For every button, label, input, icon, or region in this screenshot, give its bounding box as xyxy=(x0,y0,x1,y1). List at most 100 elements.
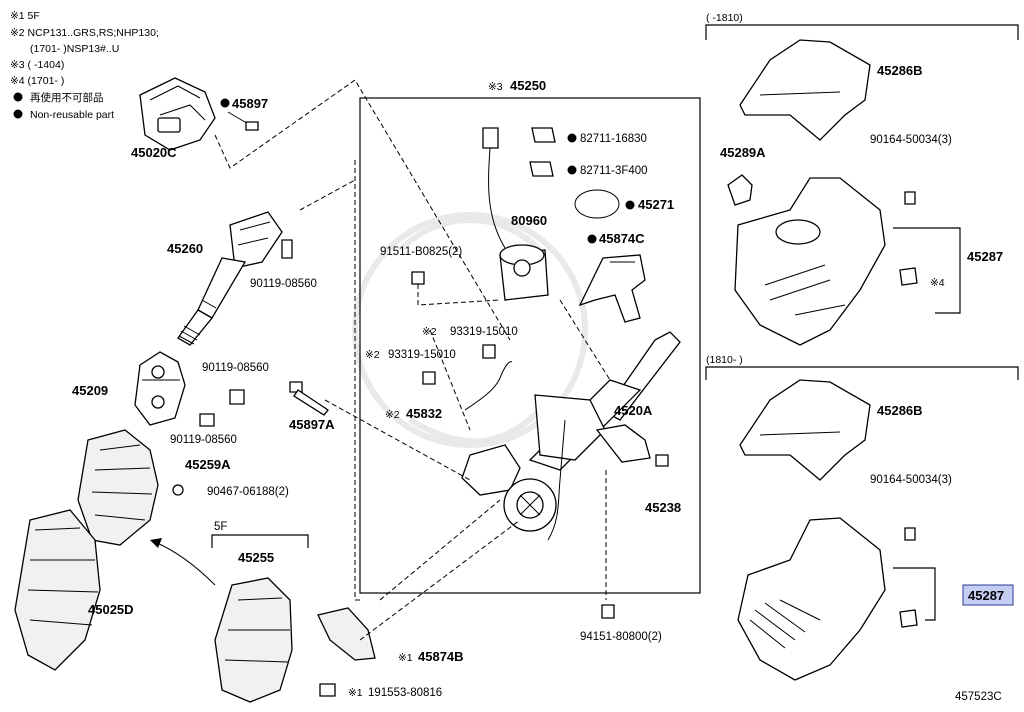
legend-dot-en xyxy=(13,109,23,119)
label-90119-b[interactable]: 90119-08560 xyxy=(202,362,269,374)
ref-note2-a: ※2 xyxy=(422,326,437,338)
note-2a: ※2 NCP131..GRS,RS;NHP130; xyxy=(10,27,159,39)
label-tag-upper xyxy=(899,267,918,286)
part-45287-lower-drawing[interactable] xyxy=(737,517,886,681)
label-90164-a[interactable]: 90164-50034(3) xyxy=(870,134,952,146)
ref-note1-a: ※1 xyxy=(398,652,413,664)
label-45271[interactable]: 45271 xyxy=(638,197,674,212)
part-45287-upper-drawing[interactable] xyxy=(734,177,886,346)
label-90119-a[interactable]: 90119-08560 xyxy=(250,278,317,290)
bracket-45287-lower xyxy=(893,567,936,621)
bracket-lower xyxy=(705,366,1019,380)
nonreusable-dot xyxy=(567,165,577,175)
part-4520A-drawing[interactable] xyxy=(461,331,681,541)
label-80960[interactable]: 80960 xyxy=(511,213,547,228)
wire xyxy=(488,147,506,249)
nonreusable-dot xyxy=(220,98,230,108)
label-45897[interactable]: 45897 xyxy=(232,96,268,111)
part-45286B-upper-drawing[interactable] xyxy=(739,39,871,141)
leader-d xyxy=(324,399,471,481)
part-45286B-lower-drawing[interactable] xyxy=(739,379,871,481)
part-45259A-drawing[interactable] xyxy=(77,429,159,546)
arrow-head-icon xyxy=(150,538,162,548)
label-45209[interactable]: 45209 xyxy=(72,383,108,398)
label-45832[interactable]: 45832 xyxy=(406,406,442,421)
ref-note4: ※4 xyxy=(930,277,945,289)
note-1: ※1 5F xyxy=(10,10,40,22)
legend-en: Non-reusable part xyxy=(30,109,114,121)
clip-90467 xyxy=(172,484,184,496)
nut-94151 xyxy=(601,604,615,619)
label-45287-a[interactable]: 45287 xyxy=(967,249,1003,264)
label-45874B[interactable]: 45874B xyxy=(418,649,464,664)
label-91553[interactable]: 191553-80816 xyxy=(368,687,442,699)
leader-f xyxy=(379,499,501,601)
part-45025D-drawing[interactable] xyxy=(14,509,101,671)
label-82711-16830[interactable]: 82711-16830 xyxy=(580,133,647,145)
label-45897A[interactable]: 45897A xyxy=(289,417,335,432)
leader-e xyxy=(359,519,521,641)
label-82711-3F400[interactable]: 82711-3F400 xyxy=(580,165,648,177)
part-45897A-drawing[interactable] xyxy=(289,381,329,416)
leader-b xyxy=(354,160,362,601)
label-45238[interactable]: 45238 xyxy=(645,500,681,515)
screw-93319-a xyxy=(482,344,496,359)
bolt-90119-a xyxy=(281,239,293,259)
leader-i xyxy=(429,329,471,431)
bolt-90119-b xyxy=(229,389,245,405)
column-assembly-box xyxy=(359,97,701,594)
label-90164-b[interactable]: 90164-50034(3) xyxy=(870,474,952,486)
label-45874C[interactable]: 45874C xyxy=(599,231,645,246)
label-93319-b[interactable]: 93319-15010 xyxy=(388,349,456,361)
label-45250[interactable]: 45250 xyxy=(510,78,546,93)
part-45874B-drawing[interactable] xyxy=(317,607,376,661)
note-4: ※4 (1701- ) xyxy=(10,75,64,87)
label-45289A[interactable]: 45289A xyxy=(720,145,766,160)
nonreusable-dot xyxy=(567,133,577,143)
part-45260-drawing[interactable] xyxy=(177,211,283,346)
legend-jp: 再使用不可部品 xyxy=(30,91,104,104)
nut-45238 xyxy=(655,454,669,467)
leader-a xyxy=(214,79,511,341)
part-45255-drawing[interactable] xyxy=(214,577,293,703)
connector-plug xyxy=(482,127,499,149)
label-93319-a[interactable]: 93319-15010 xyxy=(450,326,518,338)
part-45209-drawing[interactable] xyxy=(134,351,186,426)
direction-arrow xyxy=(154,541,216,586)
bolt-90119-c xyxy=(199,413,215,427)
label-lower-range: (1810- ) xyxy=(706,354,743,366)
label-90467[interactable]: 90467-06188(2) xyxy=(207,486,289,498)
part-45289A-drawing[interactable] xyxy=(727,174,753,206)
label-90119-c[interactable]: 90119-08560 xyxy=(170,434,237,446)
clip-82711-16830 xyxy=(531,127,556,143)
highlight-45287 xyxy=(962,584,1014,606)
label-91511[interactable]: 91511-B0825(2) xyxy=(380,246,462,258)
label-45259A[interactable]: 45259A xyxy=(185,457,231,472)
label-45025D[interactable]: 45025D xyxy=(88,602,134,617)
label-45255[interactable]: 45255 xyxy=(238,550,274,565)
note-2b: (1701- )NSP13#..U xyxy=(30,43,119,55)
ref-note2-b: ※2 xyxy=(365,349,380,361)
label-45260[interactable]: 45260 xyxy=(167,241,203,256)
bolt-91553 xyxy=(319,683,336,697)
label-upper-range: ( -1810) xyxy=(706,12,743,24)
label-45286B-a[interactable]: 45286B xyxy=(877,63,923,78)
label-45287-b[interactable]: 45287 xyxy=(968,588,1004,603)
nonreusable-dot xyxy=(625,200,635,210)
label-4520A[interactable]: 4520A xyxy=(614,403,653,418)
label-45286B-b[interactable]: 45286B xyxy=(877,403,923,418)
part-45874C-drawing[interactable] xyxy=(578,254,646,323)
nonreusable-dot xyxy=(587,234,597,244)
bracket-45287-upper xyxy=(893,227,961,314)
ring-45271 xyxy=(574,189,620,219)
screw-90164-a xyxy=(904,191,916,205)
screw-90164-b xyxy=(904,527,916,541)
label-45020C[interactable]: 45020C xyxy=(131,145,177,160)
part-45020C-drawing[interactable] xyxy=(139,77,216,151)
bracket-5f xyxy=(211,534,309,548)
note-3: ※3 ( -1404) xyxy=(10,59,64,71)
part-80960-drawing[interactable] xyxy=(499,244,549,301)
label-94151[interactable]: 94151-80800(2) xyxy=(580,631,662,643)
